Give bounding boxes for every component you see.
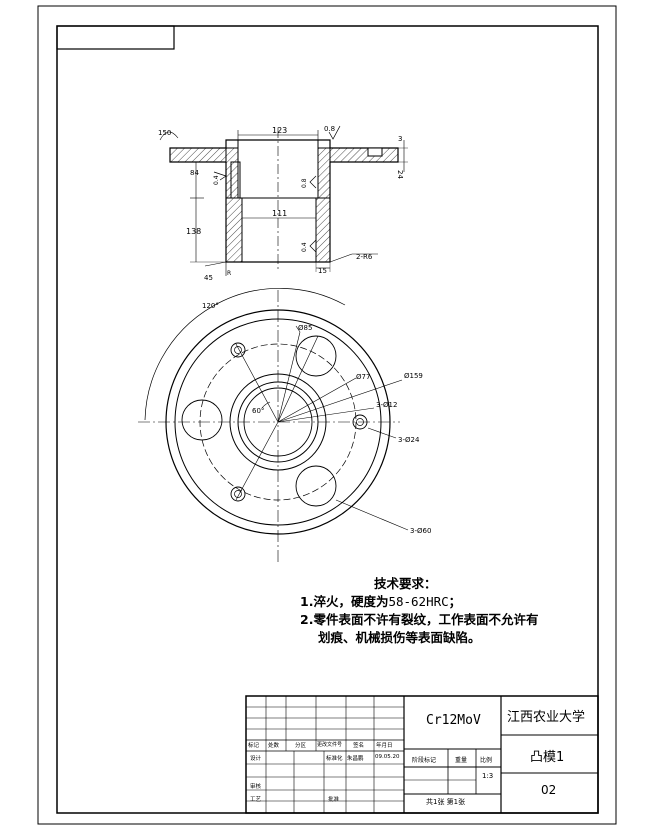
- dim-flange-thickness: 3: [398, 135, 402, 143]
- dim-wall: 15: [318, 267, 327, 275]
- dim-bottom-angle: 45: [204, 274, 213, 282]
- inner-border: [56, 25, 599, 814]
- row-label-4: 更改文件号: [317, 742, 343, 748]
- dim-d85: Ø85: [298, 324, 312, 332]
- row-label-6: 年月日: [376, 743, 393, 749]
- part-name: 凸模1: [530, 750, 565, 765]
- dim-r6: 2-R6: [356, 253, 373, 261]
- approve-label: 批准: [328, 797, 340, 803]
- dim-angle-120: 120°: [202, 302, 219, 310]
- dim-d12: 3-Ø12: [376, 401, 397, 409]
- weight-label: 重量: [455, 757, 468, 764]
- school-name: 江西农业大学: [507, 710, 586, 725]
- note-1: 1.淬火，硬度为58-62HRC；: [300, 594, 462, 609]
- dim-height-lower: 138: [186, 227, 201, 236]
- dim-bottom-r: R: [227, 270, 231, 277]
- row-label-1: 标记: [248, 743, 260, 749]
- plan-view: [138, 287, 409, 562]
- note-2a: 2.零件表面不许有裂纹，工作表面不允许有: [300, 612, 539, 627]
- row-label-3: 分区: [295, 743, 307, 749]
- dim-inner-width: 111: [272, 209, 287, 218]
- designer-name: 朱昌鹏: [347, 756, 364, 762]
- plan-dimensions: 120° 60° Ø85 Ø77 Ø159 3-Ø12 3-Ø24 3-Ø60: [202, 302, 431, 535]
- process-label: 工艺: [250, 797, 262, 803]
- dim-d159: Ø159: [404, 372, 423, 380]
- roughness-left: 0.4: [213, 175, 220, 185]
- dim-angle-60: 60°: [252, 407, 264, 415]
- corner-box: [56, 25, 175, 50]
- section-view: [159, 125, 408, 276]
- dim-flange-right: 24: [396, 170, 404, 179]
- row-label-2: 处数: [268, 743, 280, 749]
- standardize-label: 标准化: [326, 756, 343, 762]
- material: Cr12MoV: [426, 713, 481, 728]
- section-dimensions: 123 111 3 24 84 138 15 45 R 150 2-R6 0.8…: [158, 125, 404, 282]
- design-date: 09.05.20: [375, 754, 400, 760]
- title-block-lines: [245, 695, 599, 814]
- technical-requirements: 技术要求： 1.淬火，硬度为58-62HRC； 2.零件表面不许有裂纹，工作表面…: [300, 575, 620, 647]
- drawing-number: 02: [541, 783, 557, 797]
- scale-value: 1:3: [482, 772, 494, 780]
- stage-mark-label: 阶段标记: [412, 757, 437, 764]
- roughness-bottom: 0.4: [301, 242, 308, 252]
- roughness-top: 0.8: [324, 125, 335, 133]
- design-label: 设计: [250, 756, 262, 762]
- note-2b: 划痕、机械损伤等表面缺陷。: [318, 630, 481, 645]
- roughness-mid: 0.8: [301, 178, 308, 188]
- dim-top-width: 123: [272, 126, 287, 135]
- sheet-count: 共1张 第1张: [426, 798, 466, 806]
- row-label-5: 签名: [353, 743, 365, 749]
- dim-d60: 3-Ø60: [410, 527, 431, 535]
- ratio-label: 比例: [480, 757, 493, 764]
- notes-title: 技术要求：: [374, 576, 437, 591]
- dim-d24: 3-Ø24: [398, 436, 420, 444]
- dim-height-upper: 84: [190, 169, 199, 177]
- dim-d77: Ø77: [356, 373, 370, 381]
- dim-angle-top: 150: [158, 129, 171, 137]
- outer-border: [37, 5, 617, 825]
- review-label: 审核: [250, 784, 262, 790]
